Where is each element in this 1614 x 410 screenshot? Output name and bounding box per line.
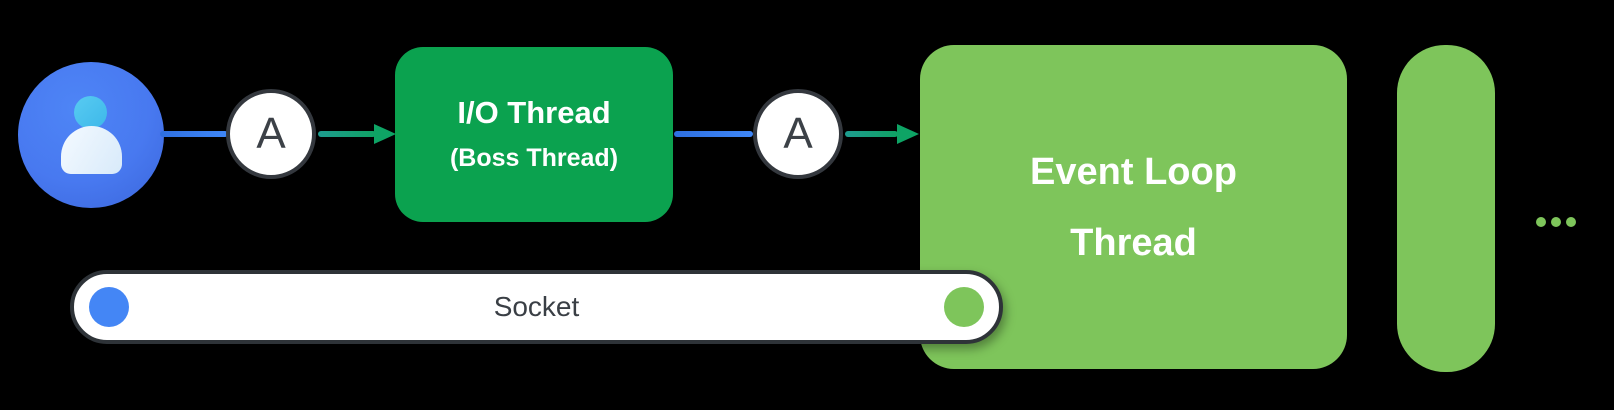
socket-label: Socket (493, 291, 580, 322)
extra-thread-bar (1397, 45, 1495, 372)
arrowhead-icon (374, 124, 396, 144)
connector-line-io-to-a2 (674, 131, 753, 137)
user-avatar-icon (18, 62, 164, 208)
avatar-body (61, 126, 122, 174)
socket-bar: Socket (70, 270, 1003, 344)
event-loop-title-line2: Thread (1070, 221, 1197, 264)
ellipsis-icon (1536, 217, 1576, 227)
socket-server-endpoint-dot (944, 287, 984, 327)
connector-line-a1-to-io (318, 131, 376, 137)
avatar-head (74, 96, 107, 129)
badge-a-2-label: A (783, 109, 813, 158)
ellipsis-dot (1551, 217, 1561, 227)
io-thread-box: I/O Thread (Boss Thread) (395, 47, 673, 222)
badge-a-2: A (753, 89, 843, 179)
io-thread-title: I/O Thread (457, 94, 611, 130)
arrowhead-icon (897, 124, 919, 144)
ellipsis-dot (1536, 217, 1546, 227)
connector-line-a2-to-eventloop (845, 131, 898, 137)
event-loop-title-line1: Event Loop (1030, 150, 1237, 193)
badge-a-1: A (226, 89, 316, 179)
io-thread-subtitle: (Boss Thread) (449, 144, 619, 173)
ellipsis-dot (1566, 217, 1576, 227)
socket-client-endpoint-dot (89, 287, 129, 327)
badge-a-1-label: A (256, 109, 286, 158)
connector-line-user-to-a1 (160, 131, 228, 137)
